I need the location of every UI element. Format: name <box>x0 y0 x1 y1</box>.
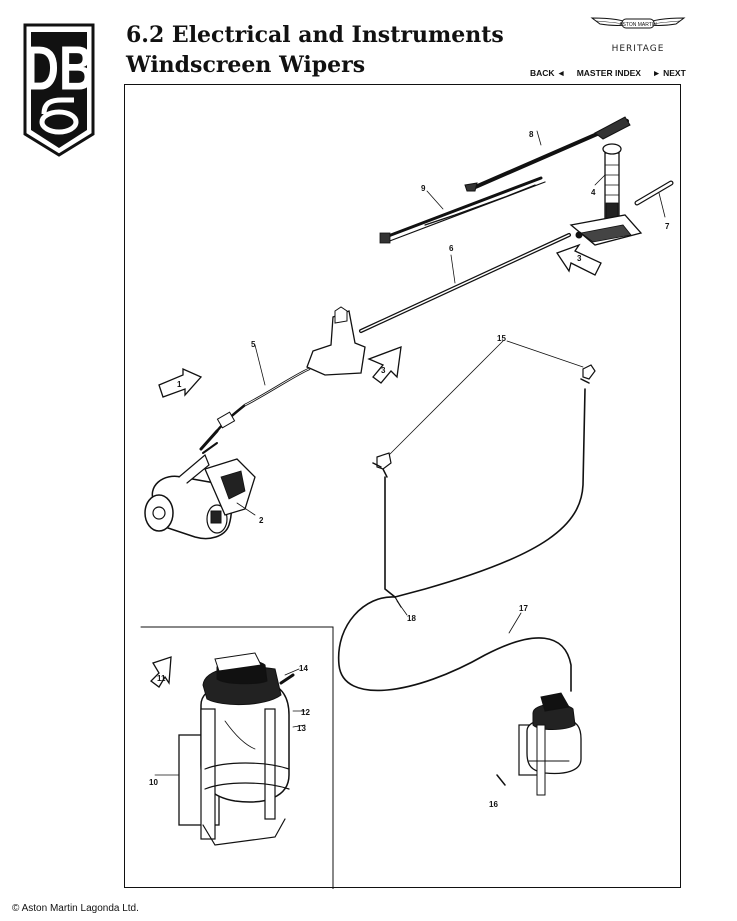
callout-9: 9 <box>421 184 426 193</box>
wiper-motor <box>144 442 256 540</box>
wheelbox-spindle <box>594 143 622 224</box>
washer-jet-right <box>580 364 596 384</box>
callout-14: 14 <box>299 664 308 673</box>
callout-5: 5 <box>251 340 256 349</box>
logo-text-db: DB <box>24 34 93 103</box>
copyright-footer: © Aston Martin Lagonda Ltd. <box>12 903 139 914</box>
callout-3b: 3 <box>577 254 582 263</box>
flexible-rack <box>199 344 311 451</box>
wheelbox-base <box>569 214 643 246</box>
brand-text: ASTON MARTIN <box>619 22 657 28</box>
callout-4: 4 <box>591 188 596 197</box>
callout-17: 17 <box>519 604 528 613</box>
wings-icon: ASTON MARTIN <box>590 17 686 29</box>
jet-leaders <box>388 340 584 456</box>
washer-jet-left <box>372 452 392 478</box>
heritage-label: HERITAGE <box>611 44 665 54</box>
wheelbox-tube <box>634 180 674 218</box>
callout-3a: 3 <box>381 366 386 375</box>
next-link[interactable]: ► NEXT <box>652 68 686 78</box>
arrow-3b <box>556 243 602 276</box>
callout-10: 10 <box>149 778 158 787</box>
master-index-link[interactable]: MASTER INDEX <box>576 68 641 78</box>
db6-logo: DB <box>23 23 95 157</box>
inset-frame <box>140 626 334 890</box>
callout-1: 1 <box>177 380 182 389</box>
callout-8: 8 <box>529 130 534 139</box>
callout-15: 15 <box>497 334 506 343</box>
arrow-11 <box>150 656 172 688</box>
arrow-3a <box>367 346 402 384</box>
arrow-1 <box>158 367 203 398</box>
washer-tubes <box>337 388 586 692</box>
callout-18: 18 <box>407 614 416 623</box>
page-title: 6.2 Electrical and Instruments Windscree… <box>126 20 504 80</box>
wiper-arm <box>464 116 631 192</box>
wiper-blade <box>379 176 546 244</box>
junction-box <box>306 306 366 376</box>
washer-reservoir-small <box>496 692 582 796</box>
back-link[interactable]: BACK ◄ <box>530 68 566 78</box>
callout-16: 16 <box>489 800 498 809</box>
callout-12: 12 <box>301 708 310 717</box>
rack-tube <box>359 233 571 333</box>
callout-13: 13 <box>297 724 306 733</box>
brand-logo: ASTON MARTIN HERITAGE <box>590 12 686 54</box>
title-line1: 6.2 Electrical and Instruments <box>126 22 504 48</box>
callout-2: 2 <box>259 516 264 525</box>
title-line2: Windscreen Wipers <box>126 52 366 78</box>
callout-6: 6 <box>449 244 454 253</box>
callout-7: 7 <box>665 222 670 231</box>
washer-reservoir-large <box>154 652 306 846</box>
diagram-frame: 1 2 3 3 4 5 6 7 8 9 10 11 12 13 14 15 16… <box>124 84 681 890</box>
wiper-exploded-diagram: 1 2 3 3 4 5 6 7 8 9 10 11 12 13 14 15 16… <box>140 116 674 890</box>
callout-11: 11 <box>157 674 166 683</box>
nav-bar: BACK ◄ MASTER INDEX ► NEXT <box>530 68 695 78</box>
